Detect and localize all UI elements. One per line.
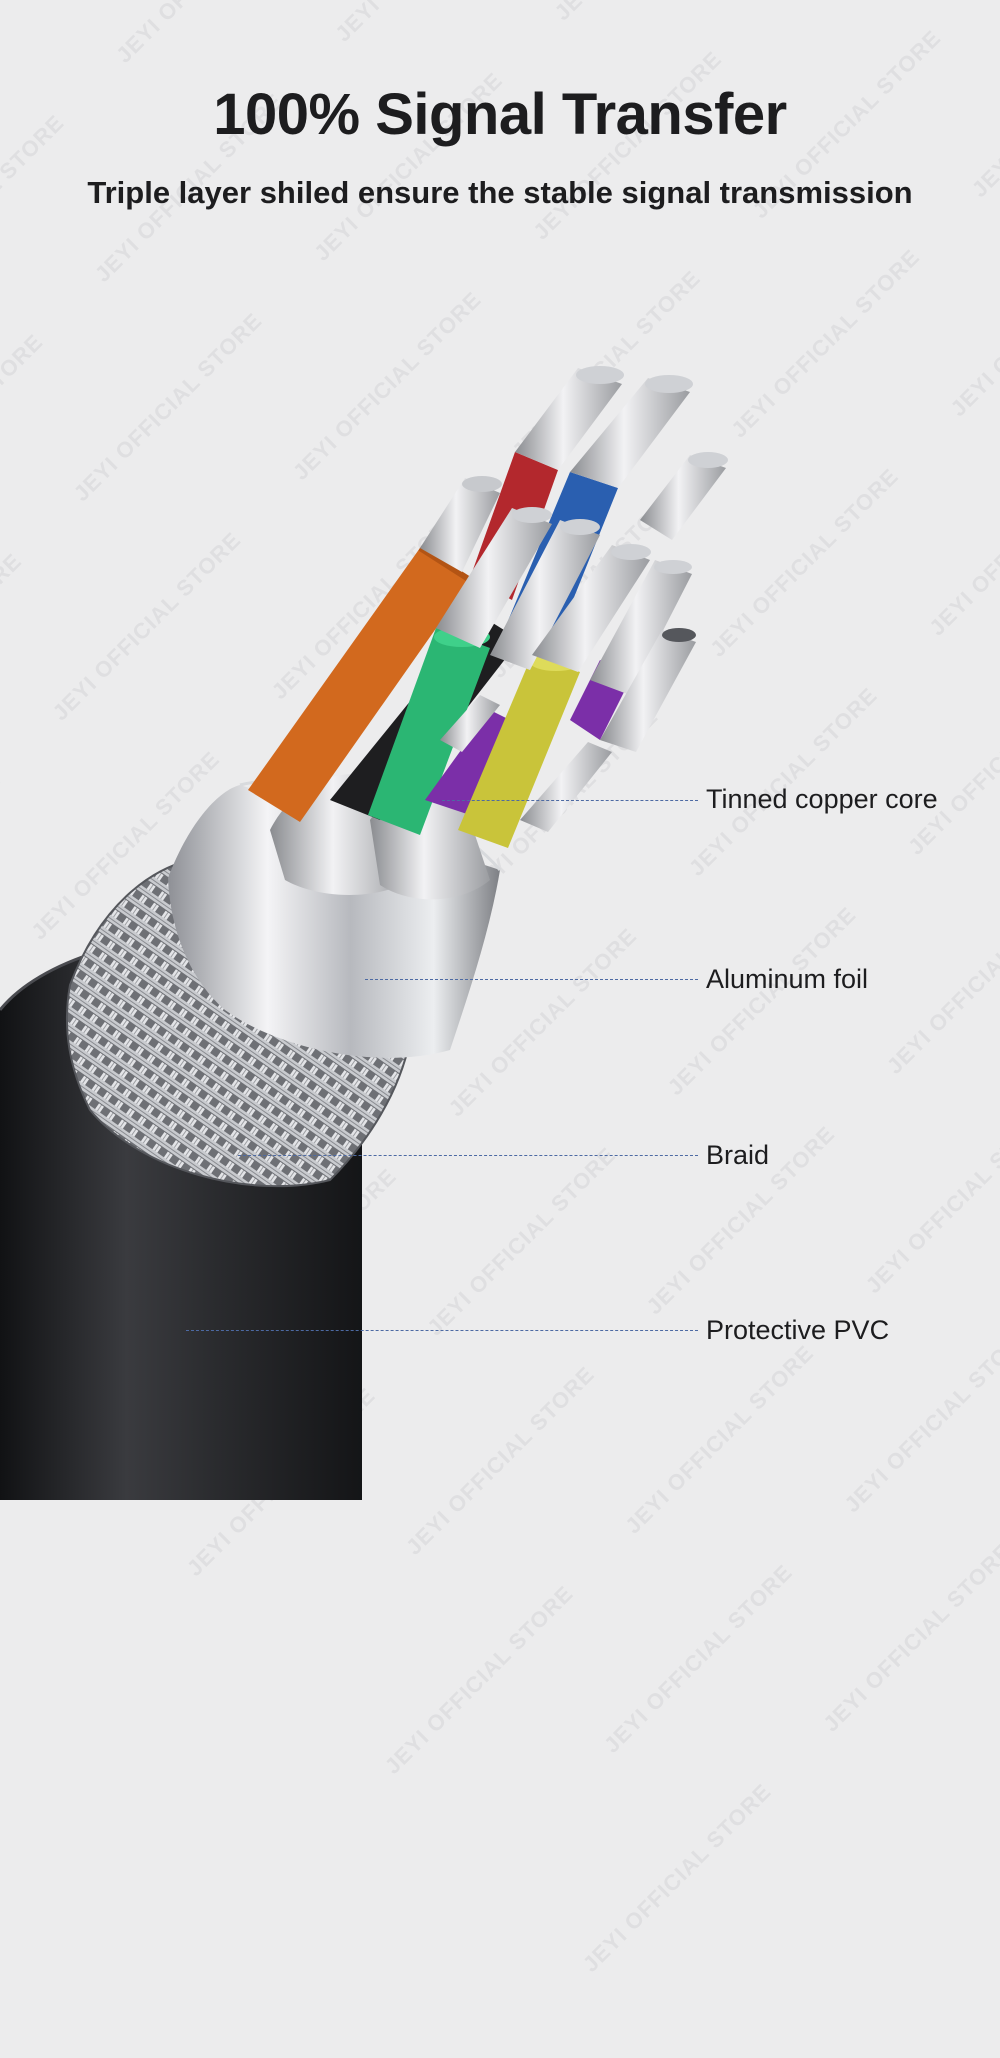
header: 100% Signal Transfer Triple layer shiled… <box>0 0 1000 212</box>
leader-line-aluminum-foil <box>365 979 698 980</box>
callout-aluminum-foil: Aluminum foil <box>706 964 869 994</box>
watermark-text: JEYI OFFICIAL STORE <box>818 1538 1000 1737</box>
leader-line-protective-pvc <box>186 1330 698 1331</box>
cable-cross-section-illustration <box>0 366 728 1500</box>
watermark-text: JEYI OFFICIAL STORE <box>598 1559 798 1758</box>
wire-orange <box>248 545 472 822</box>
callout-braid: Braid <box>706 1140 770 1170</box>
page-subtitle: Triple layer shiled ensure the stable si… <box>87 175 913 210</box>
leader-line-tinned-copper-core <box>442 800 698 801</box>
callout-tinned-copper-core: Tinned copper core <box>706 784 938 814</box>
callout-protective-pvc: Protective PVC <box>706 1315 890 1345</box>
leader-line-braid <box>238 1155 698 1156</box>
watermark-text: JEYI OFFICIAL STORE <box>379 1580 579 1779</box>
tinned-copper-conductors <box>420 366 728 832</box>
page-title: 100% Signal Transfer <box>213 82 787 147</box>
watermark-text: JEYI OFFICIAL STORE <box>577 1778 777 1977</box>
braid-shield <box>65 858 412 1188</box>
